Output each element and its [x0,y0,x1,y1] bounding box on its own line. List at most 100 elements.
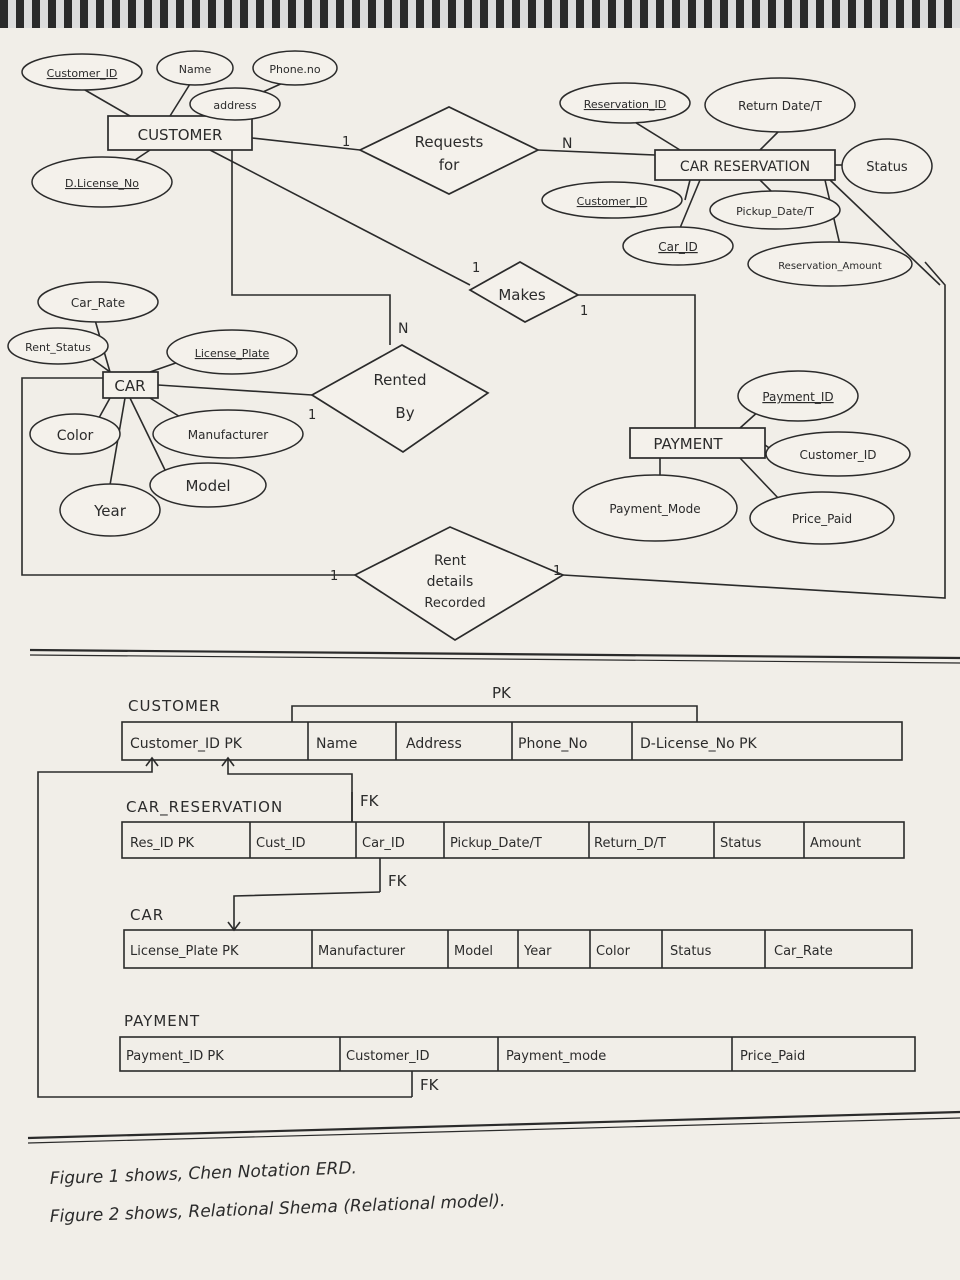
attr-reservation-id-text: Reservation_ID [584,98,666,111]
attr-car-model: Model [149,462,267,508]
payment-col-price: Price_Paid [740,1049,805,1064]
attr-payment-customer-id: Customer_ID [765,431,911,477]
attr-car-license-plate-text: License_Plate [195,347,270,360]
requests-for-label-1: Requests [415,133,484,151]
relationship-requests-for: Requests for [358,106,540,195]
attr-reservation-pickup: Pickup_Date/T [709,190,841,230]
reservation-col-car-id: Car_ID [362,836,405,851]
attr-reservation-return: Return Date/T [704,77,856,133]
attr-car-color-text: Color [57,428,94,444]
payment-col-mode: Payment_mode [506,1049,606,1064]
car-col-color: Color [596,944,631,959]
car-col-car-rate: Car_Rate [774,944,833,959]
customer-col-license: D-License_No PK [640,736,758,752]
attr-customer-license: D.License_No [31,156,173,208]
entity-payment-label: PAYMENT [653,435,723,453]
attr-car-license-plate: License_Plate [166,329,298,375]
foreign-key-arrows [37,756,412,1098]
payment-col-customer-id: Customer_ID [346,1049,430,1064]
reservation-col-return: Return_D/T [594,836,666,851]
table-car-reservation-title: CAR_RESERVATION [126,798,283,817]
entity-customer-label: CUSTOMER [138,126,223,144]
attr-customer-name: Name [156,50,234,86]
attr-car-year-text: Year [93,502,127,520]
attr-reservation-status: Status [841,138,933,194]
cardinality-rented-car: 1 [308,408,316,423]
car-col-license-plate: License_Plate PK [130,944,239,959]
payment-attributes: Payment_ID Customer_ID Payment_Mode Pric… [572,370,911,545]
entity-customer: CUSTOMER [107,115,253,151]
attr-reservation-customer-id-text: Customer_ID [577,195,648,208]
attr-payment-mode: Payment_Mode [572,474,738,542]
attr-reservation-car-id-text: Car_ID [658,240,697,254]
chen-erd-figure: CUSTOMER CAR RESERVATION CAR PAYMENT Req… [7,50,960,664]
entity-car-label: CAR [114,377,145,395]
car-col-status: Status [670,944,712,959]
rent-details-label-3: Recorded [424,596,485,611]
table-customer-title: CUSTOMER [128,697,221,715]
relationship-rented-by: Rented By [310,344,490,454]
entity-car-reservation-label: CAR RESERVATION [680,159,810,175]
cardinality-rent-car: 1 [330,569,338,584]
attr-customer-name-text: Name [179,63,212,76]
fk-label-reservation-customer: FK [360,792,380,810]
attr-car-rent-status-text: Rent_Status [25,341,91,354]
attr-payment-id-text: Payment_ID [762,390,833,404]
entity-car-reservation: CAR RESERVATION [654,149,836,181]
table-customer: CUSTOMER PK Customer_ID PK Name Address … [121,684,903,761]
attr-customer-address-text: address [213,99,256,112]
attr-car-rate-text: Car_Rate [71,296,125,310]
attr-car-rate: Car_Rate [37,281,159,323]
attr-car-manufacturer: Manufacturer [152,409,304,459]
rent-details-label-2: details [427,574,474,590]
relationship-makes: Makes [468,261,580,323]
figure-captions: Figure 1 shows, Chen Notation ERD. Figur… [49,1158,505,1227]
attr-customer-id-text: Customer_ID [47,67,118,80]
customer-attributes: Customer_ID Name Phone.no address D.Lice… [21,50,338,208]
table-car: FK CAR License_Plate PK Manufacturer Mod… [123,858,913,969]
relational-schema-figure: CUSTOMER PK Customer_ID PK Name Address … [27,684,960,1144]
caption-figure-2: Figure 2 shows, Relational Shema (Relati… [49,1191,505,1227]
attr-customer-address: address [189,87,281,121]
attr-payment-customer-id-text: Customer_ID [799,448,876,462]
reservation-attributes: Reservation_ID Return Date/T Status Cust… [541,77,933,287]
table-payment-title: PAYMENT [124,1012,200,1030]
table-payment: PAYMENT Payment_ID PK Customer_ID Paymen… [119,1012,916,1097]
rented-by-label-2: By [395,404,414,422]
cardinality-requests-customer: 1 [342,135,350,150]
composite-pk-label: PK [492,684,512,702]
payment-col-payment-id: Payment_ID PK [126,1049,224,1064]
rented-by-label-1: Rented [373,371,426,389]
fk-label-reservation-car: FK [388,872,408,890]
customer-col-phone: Phone_No [518,736,587,752]
car-col-manufacturer: Manufacturer [318,944,406,959]
fk-label-payment-customer: FK [420,1076,440,1094]
table-car-reservation: CAR_RESERVATION FK Res_ID PK Cust_ID Car… [121,792,905,859]
attr-payment-price-text: Price_Paid [792,512,852,526]
reservation-col-res-id: Res_ID PK [130,836,195,851]
reservation-col-cust-id: Cust_ID [256,836,306,851]
attr-car-year: Year [59,483,161,537]
attr-reservation-return-text: Return Date/T [738,99,822,113]
attr-customer-license-text: D.License_No [65,177,139,190]
cardinality-rent-reservation: 1 [553,564,561,579]
relationship-rent-details: Rent details Recorded [353,526,565,642]
car-col-year: Year [523,944,552,959]
attr-customer-phone-text: Phone.no [269,63,321,76]
attr-car-model-text: Model [185,477,230,495]
customer-col-customer-id: Customer_ID PK [130,736,243,752]
attr-reservation-amount: Reservation_Amount [747,241,913,287]
attr-car-color: Color [29,413,121,455]
rent-details-label-1: Rent [434,553,467,569]
cardinality-requests-reservation: N [562,136,572,152]
cardinality-makes-payment: 1 [580,304,588,319]
attr-car-manufacturer-text: Manufacturer [188,428,268,442]
attr-customer-id: Customer_ID [21,53,143,91]
cardinality-labels: 1 N 1 1 N 1 1 1 [308,135,588,584]
customer-col-name: Name [316,736,357,752]
reservation-col-pickup: Pickup_Date/T [450,836,542,851]
caption-figure-1: Figure 1 shows, Chen Notation ERD. [49,1158,357,1189]
attr-car-rent-status: Rent_Status [7,327,109,365]
attr-payment-id: Payment_ID [737,370,859,422]
